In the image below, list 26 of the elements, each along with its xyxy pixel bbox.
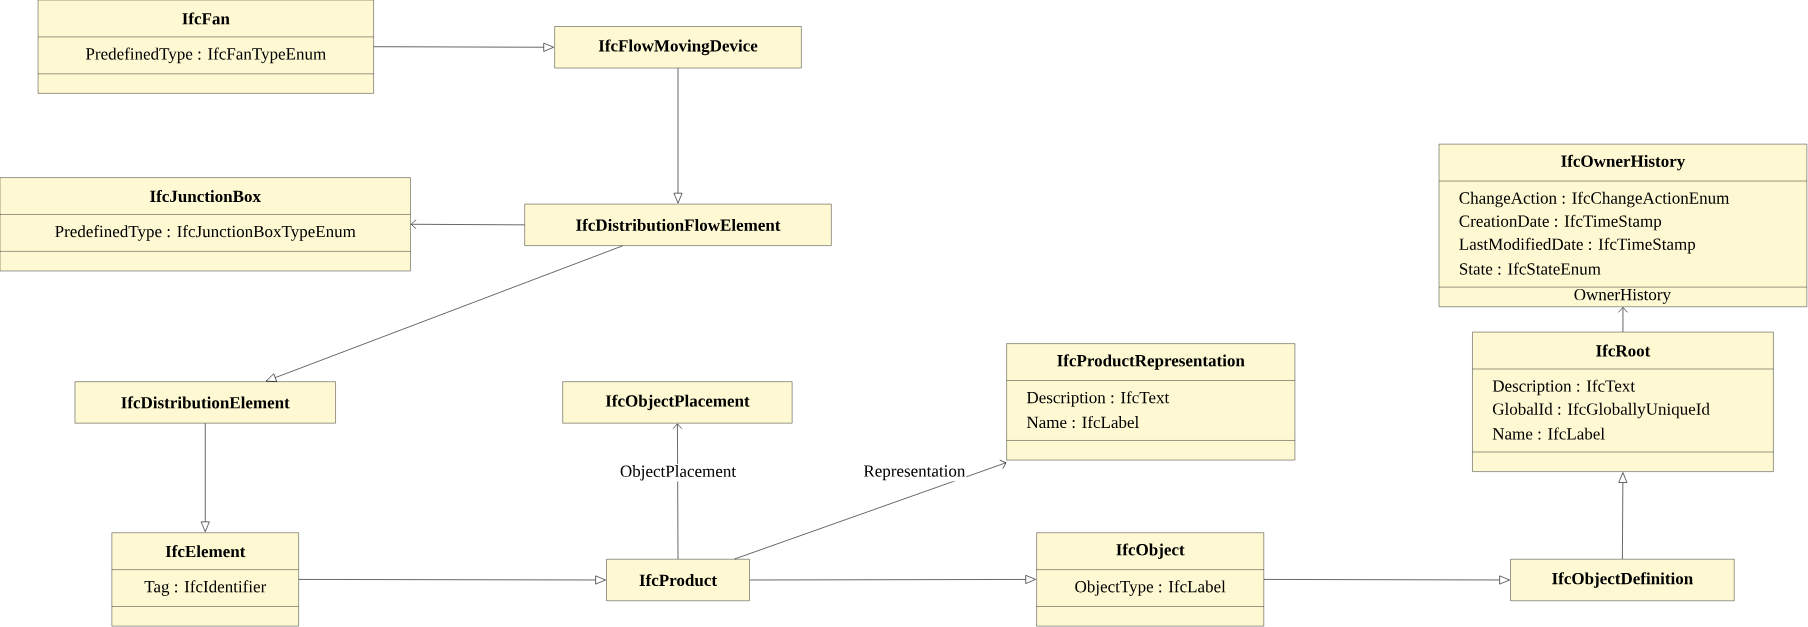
association-arrow xyxy=(734,459,1007,560)
inheritance-arrow xyxy=(298,575,606,585)
class-box: IfcRoot Description : IfcText GlobalId : IfcGloballyUniqueId Name : IfcLabel xyxy=(1472,331,1774,472)
class-box: IfcFan PredefinedType : IfcFanTypeEnum xyxy=(37,0,374,94)
edge-label: ObjectPlacement xyxy=(618,464,738,482)
inheritance-arrow xyxy=(373,42,554,52)
association-arrow xyxy=(672,423,683,560)
class-box: IfcFlowMovingDevice xyxy=(554,26,802,69)
inheritance-arrow xyxy=(265,245,623,382)
class-box: IfcDistributionFlowElement xyxy=(524,203,832,246)
class-box: IfcObjectPlacement xyxy=(562,381,793,424)
association-arrow xyxy=(1618,307,1628,333)
edge-label: Representation xyxy=(862,464,967,482)
inheritance-arrow xyxy=(749,575,1036,584)
inheritance-arrow xyxy=(673,67,683,204)
class-box: IfcProductRepresentation Description : IfcText Name : IfcLabel xyxy=(1006,343,1296,461)
inheritance-arrow xyxy=(200,423,210,532)
class-box: IfcObject ObjectType : IfcLabel xyxy=(1036,532,1264,627)
association-arrow xyxy=(410,219,525,230)
inheritance-arrow xyxy=(1618,472,1628,560)
inheritance-arrow xyxy=(1263,575,1510,585)
class-box: IfcJunctionBox PredefinedType : IfcJunctionBoxTypeEnum xyxy=(0,177,411,272)
class-box: IfcElement Tag : IfcIdentifier xyxy=(111,532,299,627)
class-box: IfcDistributionElement xyxy=(74,381,336,424)
class-box: IfcObjectDefinition xyxy=(1510,559,1735,601)
class-box: IfcProduct xyxy=(606,559,750,601)
